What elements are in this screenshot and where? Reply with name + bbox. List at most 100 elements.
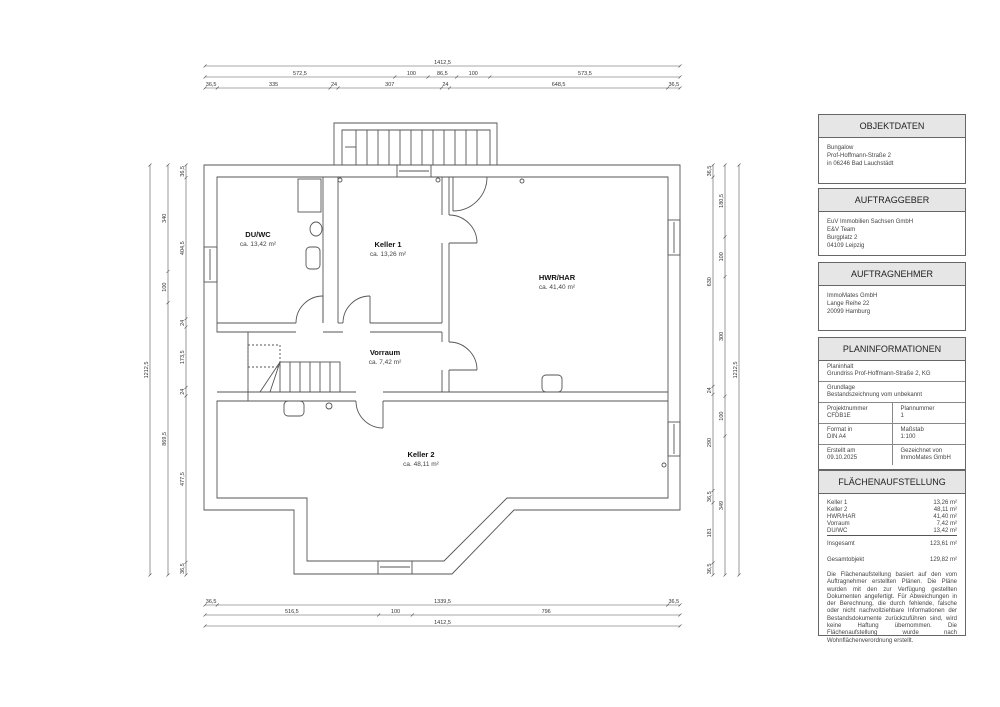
dimension-label: 1412,5 bbox=[434, 60, 451, 66]
objektdaten-line: in 06246 Bad Lauchstädt bbox=[827, 161, 894, 167]
dimension-tick bbox=[184, 573, 188, 577]
area-row-value: 7,42 m² bbox=[936, 521, 957, 527]
flaechen-note: Die Flächenaufstellung basiert auf den v… bbox=[827, 572, 957, 644]
sink-hwr bbox=[541, 374, 563, 393]
room-area: ca. 13,42 m² bbox=[240, 241, 277, 248]
room-name: Vorraum bbox=[370, 348, 401, 357]
dimension-label: 100 bbox=[391, 609, 400, 615]
dimension-tick bbox=[666, 603, 670, 607]
flaechen-title: FLÄCHENAUFSTELLUNG bbox=[819, 471, 965, 494]
dimension-tick bbox=[711, 561, 715, 565]
grundlage-label: Grundlage bbox=[827, 385, 856, 391]
dimension-label: 180,5 bbox=[719, 194, 725, 208]
windows bbox=[203, 164, 681, 575]
dimension-tick bbox=[410, 613, 415, 617]
dimension-tick bbox=[215, 86, 219, 90]
room-area: ca. 41,40 m² bbox=[539, 284, 576, 291]
dimension-label: 1339,5 bbox=[434, 599, 451, 605]
dimension-tick bbox=[203, 75, 207, 79]
dimension-tick bbox=[166, 573, 170, 577]
dimension-tick bbox=[678, 613, 682, 617]
dimension-tick bbox=[678, 86, 682, 90]
auftraggeber-title: AUFTRAGGEBER bbox=[819, 189, 965, 212]
dimension-tick bbox=[215, 603, 219, 607]
dimension-tick bbox=[723, 274, 727, 279]
room-name: Keller 1 bbox=[374, 240, 401, 249]
dimension-tick bbox=[723, 163, 727, 167]
dimension-label: 86,5 bbox=[437, 71, 448, 77]
toilet bbox=[309, 221, 323, 237]
dimension-tick bbox=[723, 235, 727, 239]
dimension-label: 24 bbox=[331, 82, 337, 88]
area-row-value: 13,42 m² bbox=[933, 528, 957, 534]
area-row-name: Keller 2 bbox=[827, 507, 848, 513]
dimension-tick bbox=[203, 86, 207, 90]
dimension-tick bbox=[666, 86, 670, 90]
stair-step bbox=[259, 361, 281, 393]
dimension-label: 340 bbox=[162, 214, 168, 223]
dimension-label: 36,5 bbox=[180, 563, 186, 574]
auftraggeber-line: EuV Immobilien Sachsen GmbH bbox=[827, 219, 914, 225]
dimension-label: 24 bbox=[707, 387, 713, 393]
dimension-tick bbox=[336, 86, 340, 90]
washbasin bbox=[305, 246, 321, 270]
dimension-tick bbox=[184, 394, 188, 398]
auftraggeber-panel: AUFTRAGGEBER EuV Immobilien Sachsen GmbH… bbox=[818, 188, 966, 256]
planinhalt-value: Grundriss Prof-Hoffmann-Straße 2, KG bbox=[827, 371, 931, 377]
stair-upper bbox=[247, 344, 281, 368]
auftragnehmer-line: Lange Reihe 22 bbox=[827, 301, 870, 307]
dimension-label: 300 bbox=[719, 332, 725, 341]
dimension-label: 24 bbox=[442, 82, 448, 88]
dimension-tick bbox=[711, 163, 715, 167]
dimension-tick bbox=[711, 384, 715, 389]
stair-step bbox=[269, 361, 281, 393]
dimension-label: 630 bbox=[707, 277, 713, 286]
dimension-label: 307 bbox=[385, 82, 394, 88]
dimension-tick bbox=[166, 301, 170, 305]
gezeichnet-label: Gezeichnet von bbox=[900, 448, 943, 454]
dimension-tick bbox=[148, 163, 152, 167]
dimension-tick bbox=[184, 325, 188, 329]
gesamtobjekt-value: 129,82 m² bbox=[929, 557, 957, 563]
dimension-tick bbox=[166, 269, 170, 274]
dimension-tick bbox=[678, 75, 682, 79]
dimension-tick bbox=[488, 75, 492, 79]
dimension-label: 100 bbox=[407, 71, 416, 77]
area-row-value: 13,26 m² bbox=[933, 500, 957, 506]
dimension-label: 1212,5 bbox=[733, 362, 739, 379]
area-row-name: Keller 1 bbox=[827, 500, 848, 506]
dimension-tick bbox=[723, 434, 727, 438]
massstab-label: Maßstab bbox=[900, 427, 924, 433]
dimension-label: 36,5 bbox=[206, 82, 217, 88]
dimension-tick bbox=[678, 64, 682, 68]
dimension-label: 181 bbox=[707, 528, 713, 537]
planinhalt-label: Planinhalt bbox=[827, 364, 854, 370]
room-name: Keller 2 bbox=[407, 450, 434, 459]
dimension-label: 1412,5 bbox=[434, 620, 451, 626]
erstellt-label: Erstellt am bbox=[827, 448, 856, 454]
room-area: ca. 13,26 m² bbox=[370, 251, 407, 258]
insgesamt-label: Insgesamt bbox=[827, 541, 855, 547]
area-row: Keller 2 48,11 m² bbox=[827, 507, 957, 514]
dimension-label: 36,5 bbox=[707, 491, 713, 502]
dimension-label: 100 bbox=[719, 412, 725, 421]
projektnummer-label: Projektnummer bbox=[827, 406, 868, 412]
dimension-tick bbox=[426, 75, 430, 79]
dimension-label: 36,5 bbox=[180, 166, 186, 177]
dimension-tick bbox=[184, 176, 188, 180]
grundlage-value: Bestandszeichnung vom unbekannt bbox=[827, 392, 923, 398]
area-row-value: 48,11 m² bbox=[933, 507, 957, 513]
auftragnehmer-line: 20099 Hamburg bbox=[827, 309, 871, 315]
area-row: Keller 1 13,26 m² bbox=[827, 500, 957, 507]
dimension-label: 24 bbox=[180, 389, 186, 395]
objektdaten-line: Bungalow bbox=[827, 145, 854, 151]
dimension-label: 36,5 bbox=[707, 564, 713, 575]
doors[interactable] bbox=[295, 176, 488, 429]
dimension-label: 100 bbox=[719, 252, 725, 261]
dimension-tick bbox=[737, 573, 741, 577]
dimension-label: 573,5 bbox=[578, 71, 592, 77]
